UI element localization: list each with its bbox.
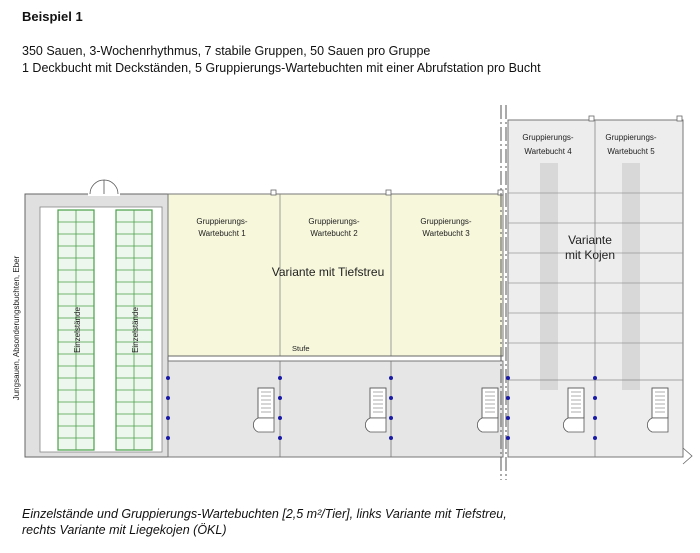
feeder-dot [166,376,170,380]
feeding-station-4 [562,387,585,433]
pen-1-label-line1: Gruppierungs- [196,217,247,226]
feeder-dot [506,396,510,400]
description: 350 Sauen, 3-Wochenrhythmus, 7 stabile G… [22,43,541,77]
feeding-station-2 [364,387,387,433]
feeder-dot [166,416,170,420]
feeder-dot [278,376,282,380]
pen-5-label-line1: Gruppierungs- [605,133,656,142]
feeder-dot [593,436,597,440]
feeder-dot [278,436,282,440]
feeder-dot [593,396,597,400]
variant-kojen-line2: mit Kojen [565,248,615,262]
feeder-dot [506,416,510,420]
caption-line-1: Einzelstände und Gruppierungs-Wartebucht… [22,507,507,521]
feeder-dot [278,396,282,400]
koje-band-2 [622,163,640,390]
description-line-2: 1 Deckbucht mit Deckständen, 5 Gruppieru… [22,61,541,75]
variant-straw-label: Variante mit Tiefstreu [272,265,385,279]
variant-kojen-line1: Variante [568,233,612,247]
edge-mark [682,447,693,465]
single-stalls-left [57,209,95,451]
feeder-dot [389,396,393,400]
stalls-label-left: Einzelstände [73,307,82,353]
feeder-dot [389,376,393,380]
straw-area [167,193,504,357]
koje-band-1 [540,163,558,390]
description-line-1: 350 Sauen, 3-Wochenrhythmus, 7 stabile G… [22,44,431,58]
pen-2-label-line2: Wartebucht 2 [310,229,358,238]
pen-2-label-line1: Gruppierungs- [308,217,359,226]
pen-4-label-line2: Wartebucht 4 [524,147,572,156]
side-label: Jungsauen, Absonderungsbuchten, Eber [12,255,21,400]
feeder-dot [166,396,170,400]
feeder-dot [389,436,393,440]
feeding-station-5 [646,387,669,433]
pen-3-label-line1: Gruppierungs- [420,217,471,226]
feeder-dot [593,376,597,380]
section-divider [500,105,507,480]
page-title: Beispiel 1 [22,9,83,24]
feeding-area-left [167,360,504,458]
door-icon [88,179,120,196]
pen-5-label-line2: Wartebucht 5 [607,147,655,156]
stalls-label-right: Einzelstände [131,307,140,353]
single-stalls-right [115,209,153,451]
feeder-dot [593,416,597,420]
pen-4-label-line1: Gruppierungs- [522,133,573,142]
feeder-dot [506,376,510,380]
pen-1-label-line2: Wartebucht 1 [198,229,246,238]
feeder-dot [166,436,170,440]
step-label: Stufe [292,344,310,353]
pen-3-label-line2: Wartebucht 3 [422,229,470,238]
caption-line-2: rechts Variante mit Liegekojen (ÖKL) [22,523,227,537]
feeder-dot [506,436,510,440]
feeding-station-1 [252,387,275,433]
feeder-dot [278,416,282,420]
feeding-station-3 [476,387,499,433]
caption: Einzelstände und Gruppierungs-Wartebucht… [22,506,507,538]
feeder-dot [389,416,393,420]
